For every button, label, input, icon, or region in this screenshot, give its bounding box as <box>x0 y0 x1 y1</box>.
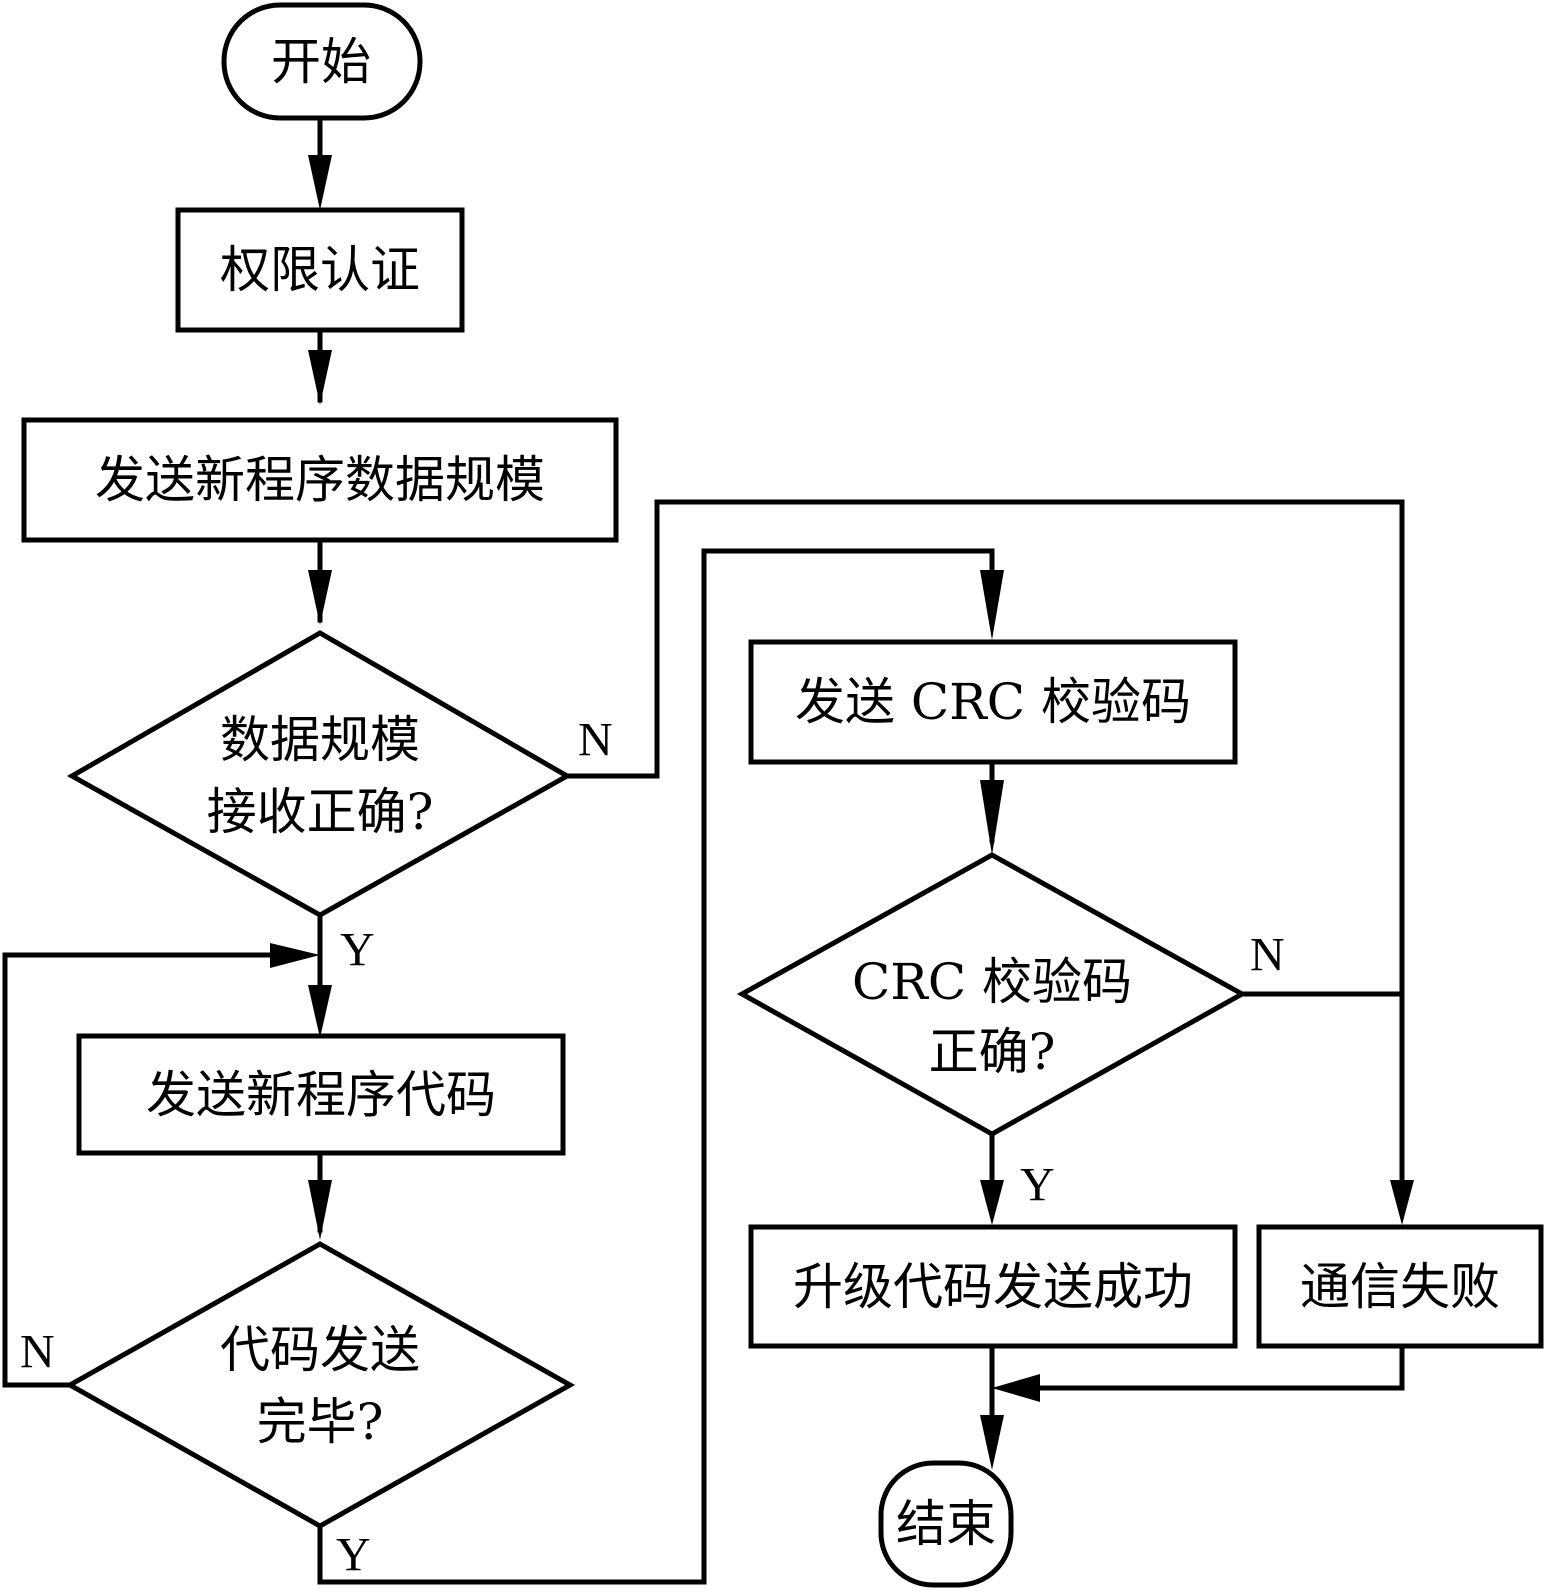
node-size-ok-line1: 数据规模 <box>220 711 420 769</box>
arrowhead-down-icon <box>980 570 1004 640</box>
terminator-shape <box>878 1460 1014 1588</box>
node-end-label: 结束 <box>896 1495 996 1553</box>
node-send-code[interactable]: 发送新程序代码 <box>76 1033 566 1156</box>
branch-label-code-done-yes: Y <box>336 1529 371 1582</box>
node-auth[interactable]: 权限认证 <box>175 207 465 333</box>
node-send-size-label: 发送新程序数据规模 <box>95 451 545 509</box>
node-send-crc-label: 发送 CRC 校验码 <box>795 673 1191 731</box>
node-code-done-line2: 完毕? <box>257 1393 384 1451</box>
node-start-label: 开始 <box>271 33 371 91</box>
decision-shape <box>66 630 573 918</box>
arrowhead-down-icon <box>308 1180 332 1240</box>
node-size-ok-line2: 接收正确? <box>207 783 434 841</box>
node-size-ok[interactable]: 数据规模 接收正确? <box>66 630 573 918</box>
node-fail-label: 通信失败 <box>1300 1258 1500 1316</box>
node-fail[interactable]: 通信失败 <box>1256 1224 1544 1349</box>
node-send-code-label: 发送新程序代码 <box>146 1066 496 1124</box>
arrowhead-down-icon <box>308 570 332 625</box>
process-shape <box>21 417 619 543</box>
arrowhead-down-icon <box>980 780 1004 855</box>
arrowhead-down-icon <box>308 985 332 1038</box>
branch-label-crc-ok-yes: Y <box>1020 1159 1055 1212</box>
node-end[interactable]: 结束 <box>878 1460 1014 1588</box>
process-shape <box>1256 1224 1544 1349</box>
node-code-done[interactable]: 代码发送 完毕? <box>64 1241 576 1529</box>
node-success-label: 升级代码发送成功 <box>793 1258 1193 1316</box>
node-crc-ok-line1: CRC 校验码 <box>852 953 1132 1011</box>
node-crc-ok[interactable]: CRC 校验码 正确? <box>736 852 1248 1137</box>
process-shape <box>76 1033 566 1156</box>
branch-label-crc-ok-no: N <box>1250 929 1285 982</box>
arrowhead-right-icon <box>270 943 320 968</box>
node-send-crc[interactable]: 发送 CRC 校验码 <box>748 639 1238 765</box>
arrowhead-down-icon <box>308 155 332 210</box>
decision-shape <box>64 1241 576 1529</box>
node-send-size[interactable]: 发送新程序数据规模 <box>21 417 619 543</box>
edge-code-done-yes <box>317 548 995 1585</box>
connectors <box>2 115 1405 1585</box>
arrowhead-down-icon <box>980 1180 1004 1225</box>
node-auth-label: 权限认证 <box>220 241 420 299</box>
arrowheads <box>270 155 1414 1470</box>
node-success[interactable]: 升级代码发送成功 <box>748 1224 1238 1349</box>
edge-size-ok-no <box>564 499 1405 1208</box>
process-shape <box>175 207 465 333</box>
node-code-done-line1: 代码发送 <box>220 1321 420 1379</box>
arrowhead-down-icon <box>308 350 332 405</box>
branch-label-size-ok-no: N <box>578 714 613 767</box>
branch-label-code-done-no: N <box>20 1326 55 1379</box>
edge-fail-to-end <box>1012 1343 1405 1391</box>
decision-shape <box>736 852 1248 1137</box>
edge-code-done-no <box>2 952 303 1388</box>
node-crc-ok-line2: 正确? <box>929 1023 1056 1081</box>
process-shape <box>748 1224 1238 1349</box>
branch-label-size-ok-yes: Y <box>340 924 375 977</box>
process-shape <box>748 639 1238 765</box>
terminator-shape <box>221 2 423 121</box>
arrowhead-down-icon <box>1390 1180 1414 1225</box>
arrowhead-left-icon <box>992 1374 1040 1402</box>
branch-labels: N Y N Y N Y <box>20 714 1285 1582</box>
node-start[interactable]: 开始 <box>221 2 423 121</box>
arrowhead-down-icon <box>980 1415 1004 1470</box>
